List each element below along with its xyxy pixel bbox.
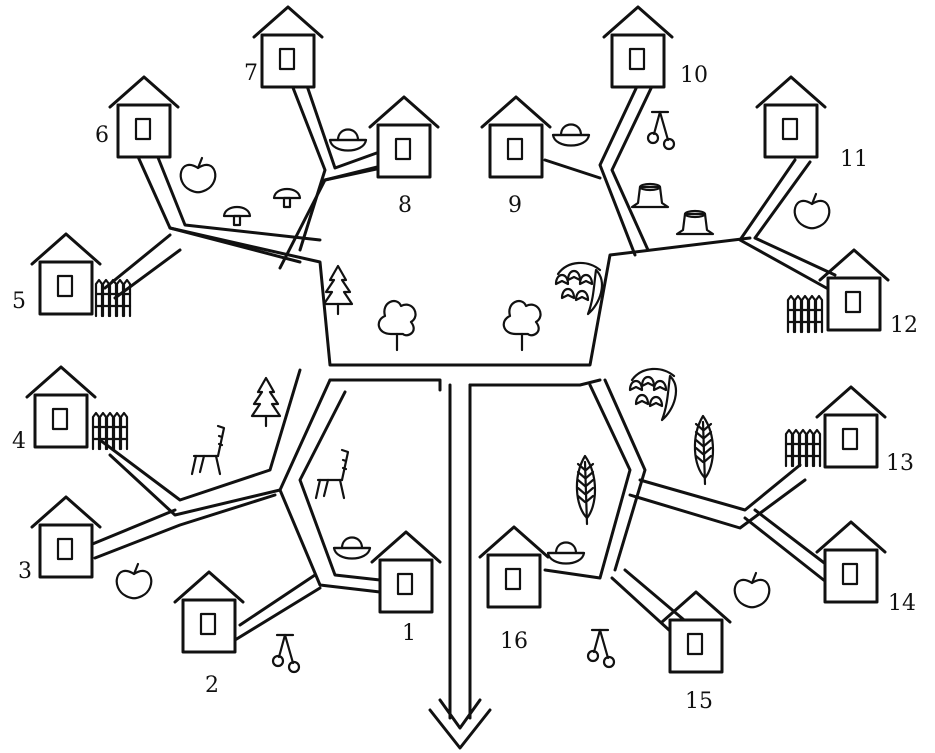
cherry-icon-3 — [586, 628, 616, 669]
house-label-14: 14 — [888, 591, 916, 616]
house-label-2: 2 — [205, 673, 219, 698]
road-network — [88, 78, 842, 720]
house-icon-6 — [108, 75, 180, 159]
trunk-left-inner — [298, 390, 382, 582]
apple-icon-3 — [115, 562, 153, 600]
lily-of-valley-icon-2 — [628, 367, 678, 422]
house-label-13: 13 — [886, 451, 914, 476]
road-to-14 — [743, 516, 832, 587]
fence-icon-2 — [91, 411, 129, 451]
trunk-right-inner — [603, 378, 647, 572]
house-label-3: 3 — [18, 559, 32, 584]
road-to-2 — [233, 586, 322, 642]
fence-icon-3 — [786, 294, 824, 334]
house-label-5: 5 — [12, 289, 26, 314]
loop-top-road-left — [168, 226, 752, 367]
road-to-4-inner — [108, 453, 282, 517]
apple-icon-1 — [179, 156, 217, 194]
house-icon-4 — [25, 365, 97, 449]
road-to-5-inner — [113, 248, 182, 300]
basket-icon-4 — [546, 541, 586, 565]
road-to-3-inner — [93, 493, 277, 560]
house-icon-5 — [30, 232, 102, 316]
house-labels: 1 2 3 4 5 6 7 8 9 10 11 12 13 14 15 16 — [12, 61, 918, 714]
house-icon-13 — [815, 385, 887, 469]
road-to-13-inner — [628, 478, 807, 530]
house-label-16: 16 — [500, 629, 528, 654]
house-icon-3 — [30, 495, 102, 579]
loop-bottom-right-edge — [468, 378, 602, 387]
road-to-13 — [638, 463, 802, 512]
apple-icon-2 — [793, 192, 831, 230]
road-to-10-inner — [610, 78, 657, 252]
trunk-left — [278, 378, 382, 594]
house-label-7: 7 — [244, 61, 258, 86]
house-icon-2 — [173, 570, 245, 654]
road-to-6 — [133, 148, 302, 264]
house-icon-7 — [252, 5, 324, 89]
house-label-12: 12 — [890, 313, 918, 338]
road-to-7 — [288, 78, 327, 252]
road-to-11 — [738, 158, 832, 292]
mushroom-icon-1 — [222, 205, 252, 227]
house-icon-10 — [602, 5, 674, 89]
road-to-11-inner — [753, 160, 837, 277]
apple-icon-4 — [733, 571, 771, 609]
fences-layer — [91, 278, 824, 468]
road-to-3 — [88, 508, 177, 547]
basket-icon-1 — [328, 128, 368, 152]
road-to-15-inner — [623, 568, 692, 627]
trunk-right — [543, 383, 632, 580]
house-label-1: 1 — [402, 621, 416, 646]
house-icon-8 — [368, 95, 440, 179]
fence-icon-1 — [94, 278, 132, 318]
road-to-5 — [103, 233, 172, 290]
chair-icon-2 — [314, 448, 350, 500]
road-to-7-inner — [303, 78, 387, 170]
house-icon-14 — [815, 520, 887, 604]
leaf-icon-2 — [575, 454, 596, 526]
road-to-8 — [323, 163, 387, 182]
icons-layer — [115, 110, 831, 674]
road-to-4 — [98, 368, 302, 502]
house-icon-16 — [478, 525, 550, 609]
houses-layer — [25, 5, 890, 674]
leaf-icon-1 — [693, 414, 714, 486]
road-to-10 — [598, 78, 642, 257]
road-to-9 — [543, 158, 602, 180]
mushroom-icon-2 — [272, 187, 302, 209]
basket-icon-2 — [551, 123, 591, 147]
basket-icon-3 — [332, 536, 372, 560]
fence-icon-4 — [784, 428, 822, 468]
house-icon-11 — [755, 75, 827, 159]
cherry-icon-1 — [646, 110, 676, 151]
stump-icon-1 — [630, 182, 670, 209]
cherry-icon-2 — [271, 633, 301, 674]
exit-arrow-icon — [428, 698, 492, 750]
house-label-11: 11 — [840, 147, 868, 172]
house-label-9: 9 — [508, 193, 522, 218]
house-icon-12 — [818, 248, 890, 332]
spruce-icon-1 — [322, 264, 354, 316]
loop-bottom-edge — [328, 378, 442, 392]
spruce-icon-2 — [250, 376, 282, 428]
road-to-6-inner — [153, 148, 322, 242]
house-label-6: 6 — [95, 123, 109, 148]
tree-icon-1 — [377, 299, 417, 352]
house-label-10: 10 — [680, 63, 708, 88]
house-icon-9 — [480, 95, 552, 179]
house-label-4: 4 — [12, 429, 26, 454]
house-icon-15 — [660, 590, 732, 674]
stump-icon-2 — [675, 209, 715, 236]
chair-icon-1 — [190, 424, 226, 476]
lily-of-valley-icon-1 — [554, 261, 604, 316]
house-icon-1 — [370, 530, 442, 614]
tree-icon-2 — [502, 299, 542, 352]
loop-top-road-inner — [278, 163, 397, 270]
house-label-15: 15 — [685, 689, 713, 714]
house-label-8: 8 — [398, 193, 412, 218]
road-to-2-inner — [238, 573, 317, 627]
